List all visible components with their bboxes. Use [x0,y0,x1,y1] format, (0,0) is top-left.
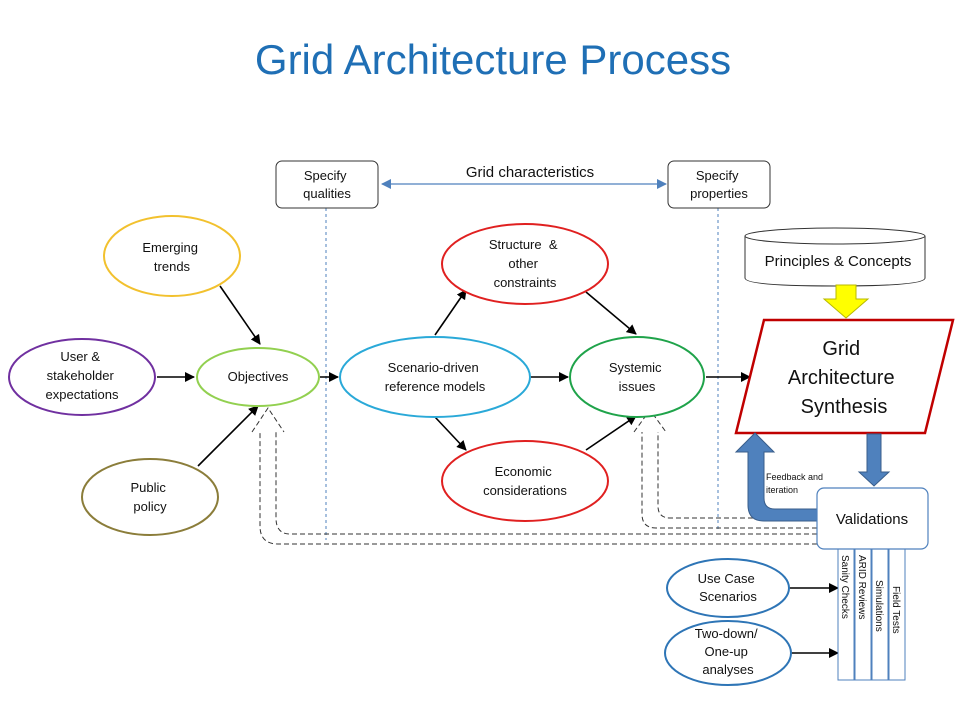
arrow-economic-to-systemic [585,415,637,451]
feedback-dashed-arrow-objectives [251,407,817,545]
node-emerging-trends: Emerging trends [103,215,241,297]
node-structure-constraints: Structure & other constraints [441,223,609,305]
validation-items: Sanity Checks ARID Reviews Simulations F… [837,548,906,681]
field-tests-label: Field Tests [890,586,901,634]
arid-reviews-label: ARID Reviews [856,555,867,619]
sanity-checks-label: Sanity Checks [839,555,850,619]
svg-text:Scenario-driven referenc: Scenario-driven reference models [385,360,486,394]
grid-architecture-synthesis-box: Grid Architecture Synthesis [734,318,955,435]
principles-down-arrow [822,284,870,319]
arrow-models-to-economic [434,416,467,451]
principles-concepts-cylinder: Principles & Concepts [744,227,926,287]
use-case-line-1: Use Case [698,571,755,586]
svg-text:Systemic issues: Systemic issues [609,360,665,394]
svg-text:Specify qualities: Specify qualities [303,168,351,201]
svg-text:Economic considerations: Economic considerations [483,464,567,498]
svg-text:Emerging trends: Emerging trends [142,240,201,274]
user-expectations-line-2: stakeholder [47,368,115,383]
user-expectations-line-1: User & [60,349,100,364]
economic-line-2: considerations [483,483,567,498]
svg-text:Public policy: Public policy [130,480,169,514]
node-two-down-one-up-analyses: Two-down/ One-up analyses [664,620,792,686]
synthesis-to-validations-arrow [857,433,891,487]
use-case-line-2: Scenarios [699,589,757,604]
feedback-line-2: iteration [766,485,798,495]
node-user-stakeholder-expectations: User & stakeholder expectations [8,338,156,416]
public-policy-line-1: Public [130,480,166,495]
emerging-trends-line-1: Emerging [142,240,198,255]
specify-qualities-line-1: Specify [304,168,347,183]
feedback-iteration-arrow [734,432,818,522]
arrow-structure-to-systemic [585,291,637,335]
reference-models-line-1: Scenario-driven [388,360,479,375]
simulations-label: Simulations [873,580,884,632]
svg-text:User & stakeholder: User & stakeholder expectations [46,349,119,402]
node-use-case-scenarios: Use Case Scenarios [666,558,790,618]
validations-label: Validations [836,511,908,528]
two-down-line-1: Two-down/ [695,626,758,641]
specify-properties-line-2: properties [690,186,748,201]
node-scenario-driven-reference-models: Scenario-driven reference models [339,336,531,418]
structure-constraints-line-3: constraints [494,275,557,290]
specify-qualities-box: Specify qualities [275,160,379,209]
synthesis-line-2: Architecture [788,367,895,389]
structure-constraints-line-2: other [508,256,538,271]
two-down-line-3: analyses [702,662,754,677]
systemic-line-1: Systemic [609,360,662,375]
user-expectations-line-3: expectations [46,387,119,402]
specify-properties-line-1: Specify [696,168,739,183]
svg-text:Feedback and iteration: Feedback and iteration [766,472,826,495]
node-public-policy: Public policy [81,458,219,536]
systemic-line-2: issues [619,379,656,394]
economic-line-1: Economic [495,464,553,479]
reference-models-line-2: reference models [385,379,486,394]
arrow-models-to-structure [434,289,467,336]
svg-text:Structure & other: Structure & other constraints [489,237,561,290]
synthesis-line-3: Synthesis [801,396,888,418]
specify-qualities-line-2: qualities [303,186,351,201]
principles-label: Principles & Concepts [765,253,912,270]
svg-text:Specify properties: Specify properties [690,168,748,201]
svg-text:Use Case Scenarios: Use Case Scenarios [698,571,759,604]
specify-properties-box: Specify properties [667,160,771,209]
node-economic-considerations: Economic considerations [441,440,609,522]
structure-constraints-line-1: Structure & [489,237,558,252]
svg-text:Two-down/ One-up a: Two-down/ One-up analyses [695,626,762,677]
svg-text:Grid Architecture: Grid Architecture Synthesis [788,338,900,418]
node-objectives: Objectives [196,347,320,407]
grid-characteristics-label: Grid characteristics [466,164,594,181]
page-title: Grid Architecture Process [254,36,732,83]
node-systemic-issues: Systemic issues [569,336,705,418]
two-down-line-2: One-up [705,644,748,659]
arrow-policy-to-objectives [197,405,259,467]
synthesis-line-1: Grid [822,338,860,360]
validations-box: Validations [816,487,929,550]
public-policy-line-2: policy [133,499,167,514]
objectives-label: Objectives [228,369,289,384]
arrow-emerging-to-objectives [219,285,261,345]
feedback-line-1: Feedback and [766,472,823,482]
emerging-trends-line-2: trends [154,259,191,274]
